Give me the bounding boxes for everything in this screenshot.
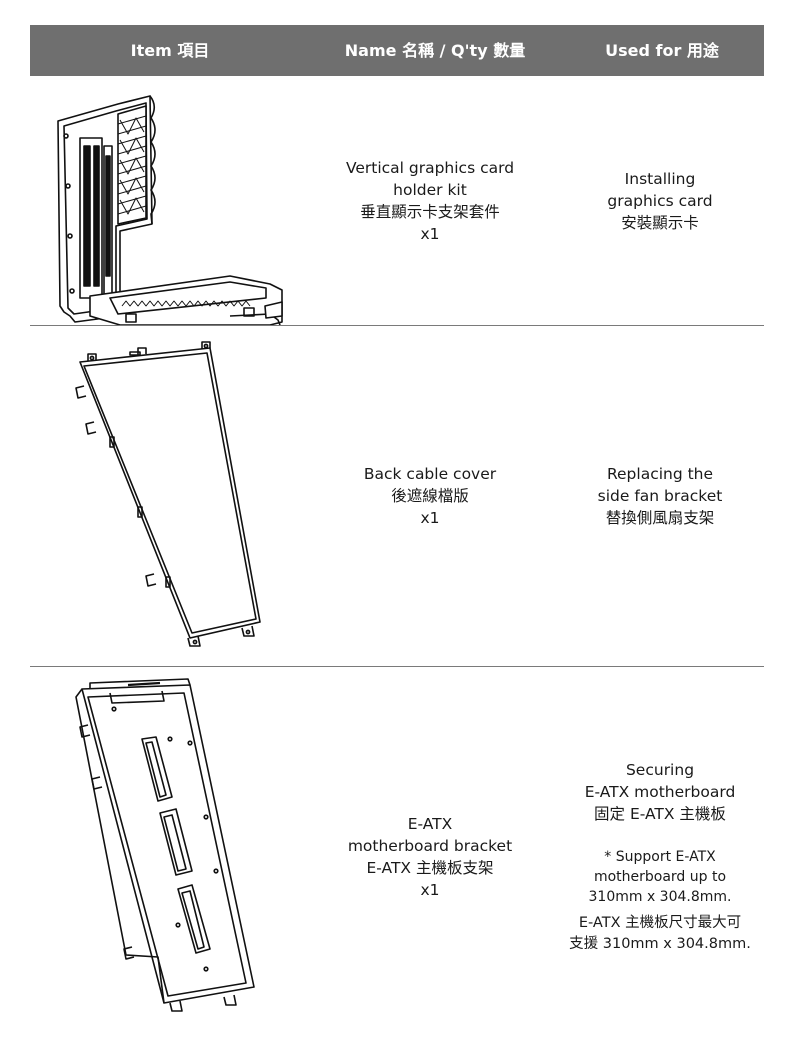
usage-line-zh: 替換側風扇支架 — [605, 509, 715, 527]
item-image-cell — [30, 667, 310, 1047]
eatx-motherboard-bracket-drawing — [75, 678, 255, 1012]
vertical-gpu-holder-kit-drawing — [57, 95, 283, 325]
table-row-vertical-gpu-kit: Vertical graphics card holder kit 垂直顯示卡支… — [30, 76, 764, 326]
usage-line-2: E-ATX motherboard — [584, 783, 736, 801]
name-line-zh: 後遮線檔版 — [391, 487, 469, 505]
usage-line-zh: 固定 E-ATX 主機板 — [594, 805, 726, 823]
support-note-en: * Support E-ATX motherboard up to 310mm … — [589, 847, 732, 907]
item-image-cell — [30, 326, 310, 666]
support-note-zh: E-ATX 主機板尺寸最大可 支援 310mm x 304.8mm. — [569, 913, 751, 955]
item-name-cell: Vertical graphics card holder kit 垂直顯示卡支… — [305, 76, 555, 325]
quantity: x1 — [420, 509, 440, 527]
usage-line-1: Installing — [624, 169, 696, 188]
note-zh-line-2: 支援 310mm x 304.8mm. — [569, 936, 751, 952]
table-row-back-cable-cover: Back cable cover 後遮線檔版 x1 Replacing the … — [30, 326, 764, 667]
usage-line-zh: 安裝顯示卡 — [621, 213, 699, 232]
header-used-for: Used for 用途 — [605, 41, 719, 60]
table-row-eatx-bracket: E-ATX motherboard bracket E-ATX 主機板支架 x1… — [30, 667, 764, 1047]
note-line-2: motherboard up to — [593, 869, 727, 885]
name-line-en-2: holder kit — [393, 180, 467, 199]
header-item: Item 項目 — [130, 41, 210, 60]
item-name-cell: Back cable cover 後遮線檔版 x1 — [305, 326, 555, 666]
name-line-en-2: motherboard bracket — [347, 837, 513, 855]
usage-line-2: side fan bracket — [597, 487, 723, 505]
table-header: Item 項目 Name 名稱 / Q'ty 數量 Used for 用途 — [30, 25, 764, 76]
name-line-en-1: Vertical graphics card — [345, 158, 515, 177]
usage-line-2: graphics card — [607, 191, 713, 210]
usage-line-1: Replacing the — [606, 465, 714, 483]
usage-line-1: Securing — [625, 761, 695, 779]
name-line-zh: 垂直顯示卡支架套件 — [360, 202, 500, 221]
quantity: x1 — [420, 881, 440, 899]
note-line-3: 310mm x 304.8mm. — [588, 889, 732, 905]
header-name-qty: Name 名稱 / Q'ty 數量 — [344, 41, 526, 60]
item-name-cell: E-ATX motherboard bracket E-ATX 主機板支架 x1 — [305, 667, 555, 1047]
item-usage-cell: Securing E-ATX motherboard 固定 E-ATX 主機板 … — [555, 667, 765, 1047]
accessory-table: Item 項目 Name 名稱 / Q'ty 數量 Used for 用途 — [30, 25, 764, 1047]
item-usage-cell: Replacing the side fan bracket 替換側風扇支架 — [555, 326, 765, 666]
note-line-1: * Support E-ATX — [604, 849, 716, 865]
name-line-en: Back cable cover — [363, 465, 497, 483]
name-line-en-1: E-ATX — [407, 815, 453, 833]
quantity: x1 — [420, 224, 440, 243]
item-image-cell — [30, 76, 310, 325]
back-cable-cover-drawing — [75, 341, 261, 647]
item-usage-cell: Installing graphics card 安裝顯示卡 — [555, 76, 765, 325]
note-zh-line-1: E-ATX 主機板尺寸最大可 — [578, 915, 742, 931]
name-line-zh: E-ATX 主機板支架 — [366, 859, 494, 877]
